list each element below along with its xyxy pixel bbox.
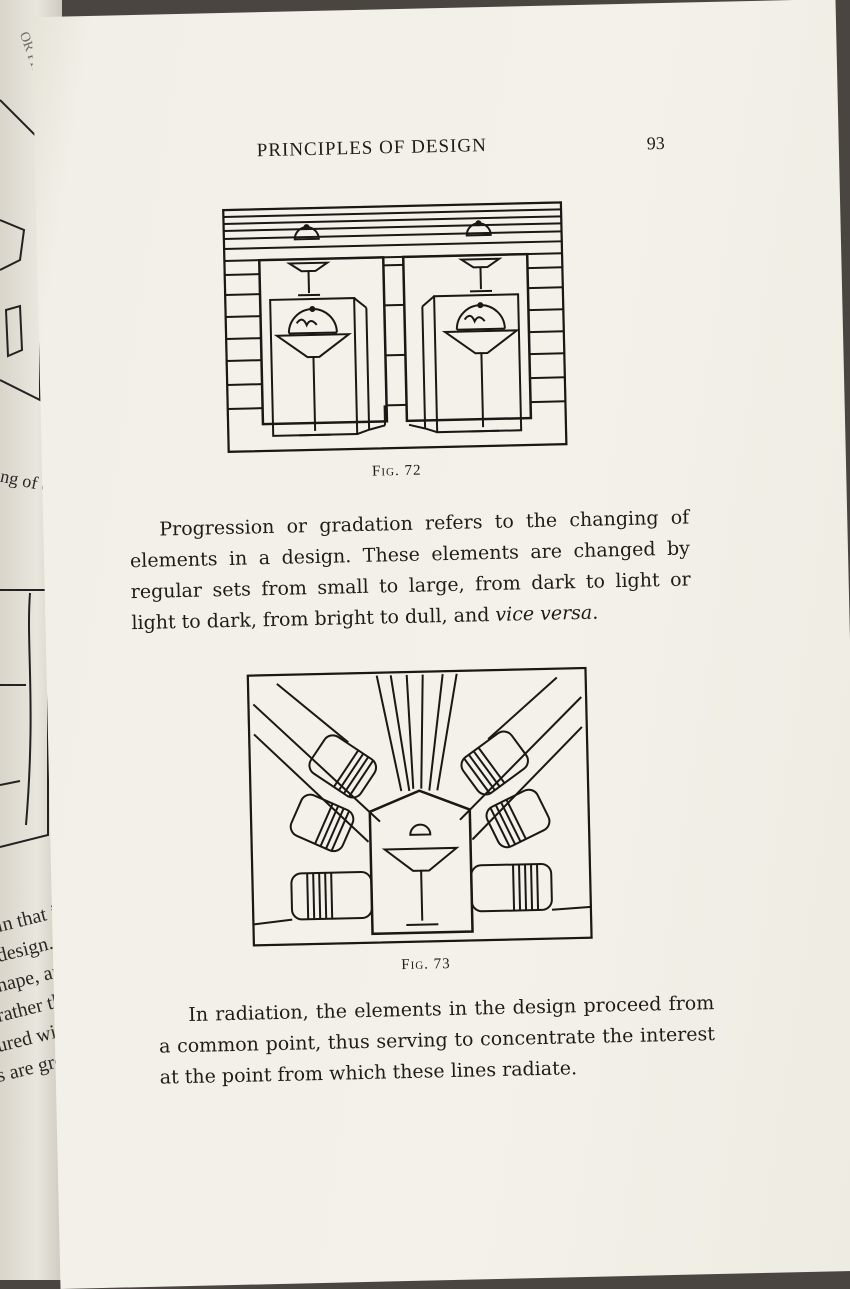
paragraph-progression: Progression or gradation refers to the c… [129,502,692,639]
paragraph-progression-italic: vice versa [495,602,592,626]
page-number: 93 [646,133,664,154]
left-page-fragment: s are group [0,1051,60,1088]
figure-72 [222,201,567,453]
figure-72-drawing [222,201,567,453]
book-page: PRINCIPLES OF DESIGN 93 [32,0,850,1289]
paragraph-radiation: In radiation, the elements in the design… [158,988,716,1094]
figure-73-caption: Fig. 73 [401,956,451,974]
figure-72-caption: Fig. 72 [372,463,422,481]
paragraph-progression-text: Progression or gradation refers to the c… [130,506,691,634]
running-head: PRINCIPLES OF DESIGN [257,135,488,162]
figure-73-drawing [247,667,593,947]
figure-73 [247,667,593,947]
paragraph-progression-end: . [592,602,599,624]
